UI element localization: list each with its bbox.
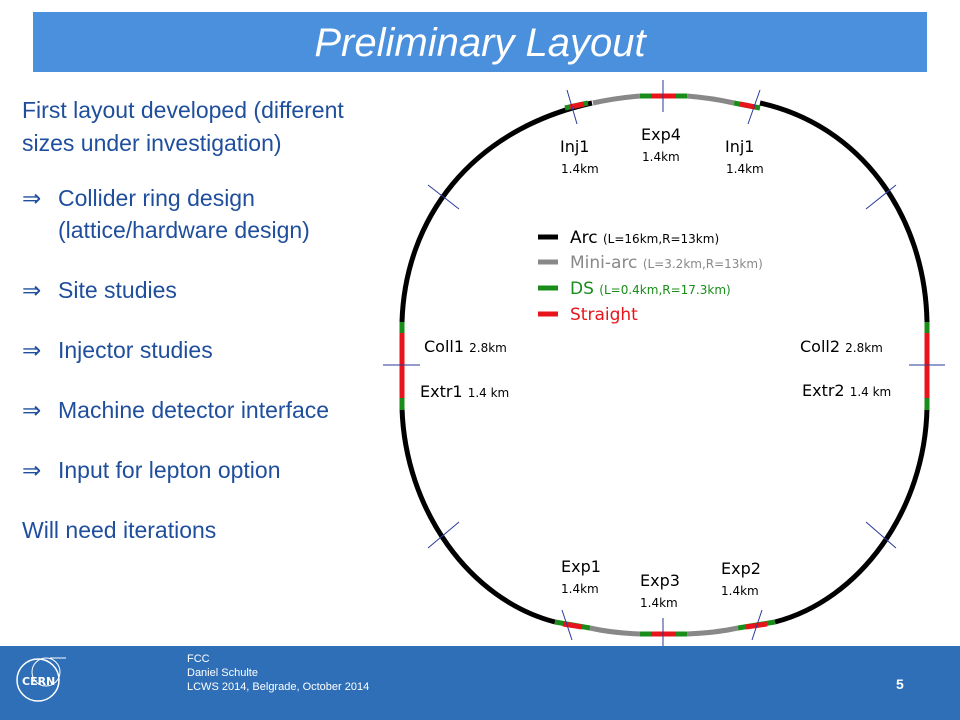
implies-arrow-icon: ⇒ xyxy=(22,337,42,363)
label-extr1: Extr1 1.4 km xyxy=(420,382,509,401)
implies-arrow-icon: ⇒ xyxy=(22,397,42,423)
bullet-list: First layout developed (different sizes … xyxy=(22,94,392,547)
legend-label-straight: Straight xyxy=(570,305,638,325)
label-coll1: Coll1 2.8km xyxy=(424,337,507,356)
straight-exp1-red xyxy=(562,621,583,630)
label-coll2: Coll2 2.8km xyxy=(800,337,883,356)
intro-text: First layout developed (different sizes … xyxy=(22,97,344,156)
bullet-item: ⇒ Input for lepton option xyxy=(22,454,392,486)
slide-title: Preliminary Layout xyxy=(314,21,646,65)
label-exp1-length: 1.4km xyxy=(561,582,599,596)
bullet-item: ⇒ Injector studies xyxy=(22,334,392,366)
label-exp2-length: 1.4km xyxy=(721,584,759,598)
bullet-text: Injector studies xyxy=(58,337,213,363)
implies-arrow-icon: ⇒ xyxy=(22,277,42,303)
arc-bottom-right xyxy=(774,407,930,625)
label-exp1: Exp1 xyxy=(561,557,601,576)
mini-arc-top-right xyxy=(686,93,735,106)
mini-arc-top-left xyxy=(592,93,641,106)
footer-bar: CERN FCC Daniel Schulte LCWS 2014, Belgr… xyxy=(0,646,960,720)
legend-label-arc: Arc (L=16km,R=13km) xyxy=(570,228,719,248)
arc-top-right xyxy=(759,100,930,323)
bullet-text: Machine detector interface xyxy=(58,397,330,423)
bullet-text: Collider ring design (lattice/hardware d… xyxy=(58,185,310,243)
label-inj1-right-length: 1.4km xyxy=(726,162,764,176)
label-exp4: Exp4 xyxy=(641,125,681,144)
section-labels: Inj1 1.4km Exp4 1.4km Inj1 1.4km Coll1 2… xyxy=(420,125,891,610)
implies-arrow-icon: ⇒ xyxy=(22,185,42,211)
footer-line-author: Daniel Schulte xyxy=(187,667,258,679)
label-exp3-length: 1.4km xyxy=(640,596,678,610)
straight-inj1-right-red xyxy=(739,101,756,110)
legend-label-mini-arc: Mini-arc (L=3.2km,R=13km) xyxy=(570,253,763,273)
footer-line-project: FCC xyxy=(187,653,210,665)
bullet-item: ⇒ Site studies xyxy=(22,274,392,306)
label-exp4-length: 1.4km xyxy=(642,150,680,164)
ring-layout-diagram: Arc (L=16km,R=13km) Mini-arc (L=3.2km,R=… xyxy=(383,80,945,649)
bullet-text: Input for lepton option xyxy=(58,457,281,483)
label-inj1-left: Inj1 xyxy=(560,137,589,156)
legend-label-ds: DS (L=0.4km,R=17.3km) xyxy=(570,279,731,299)
label-inj1-right: Inj1 xyxy=(725,137,754,156)
implies-arrow-icon: ⇒ xyxy=(22,457,42,483)
page-number: 5 xyxy=(896,676,904,692)
bullet-text: Site studies xyxy=(58,277,177,303)
footer-text: FCC Daniel Schulte LCWS 2014, Belgrade, … xyxy=(187,652,369,694)
cern-logo-icon: CERN xyxy=(16,657,66,702)
outro-text: Will need iterations xyxy=(22,517,217,543)
label-exp2: Exp2 xyxy=(721,559,761,578)
label-exp3: Exp3 xyxy=(640,571,680,590)
legend: Arc (L=16km,R=13km) Mini-arc (L=3.2km,R=… xyxy=(538,228,763,325)
label-extr2: Extr2 1.4 km xyxy=(802,381,891,400)
bullet-item: ⇒ Machine detector interface xyxy=(22,394,392,426)
label-inj1-left-length: 1.4km xyxy=(561,162,599,176)
bullet-item: ⇒ Collider ring design (lattice/hardware … xyxy=(22,182,392,246)
section-ticks xyxy=(383,80,945,649)
arc-top-left xyxy=(399,100,593,323)
arc-bottom-left xyxy=(399,407,556,625)
mini-arc-bottom xyxy=(589,625,739,637)
footer-line-event: LCWS 2014, Belgrade, October 2014 xyxy=(187,681,370,693)
title-bar: Preliminary Layout xyxy=(33,12,927,72)
svg-text:CERN: CERN xyxy=(22,675,55,688)
